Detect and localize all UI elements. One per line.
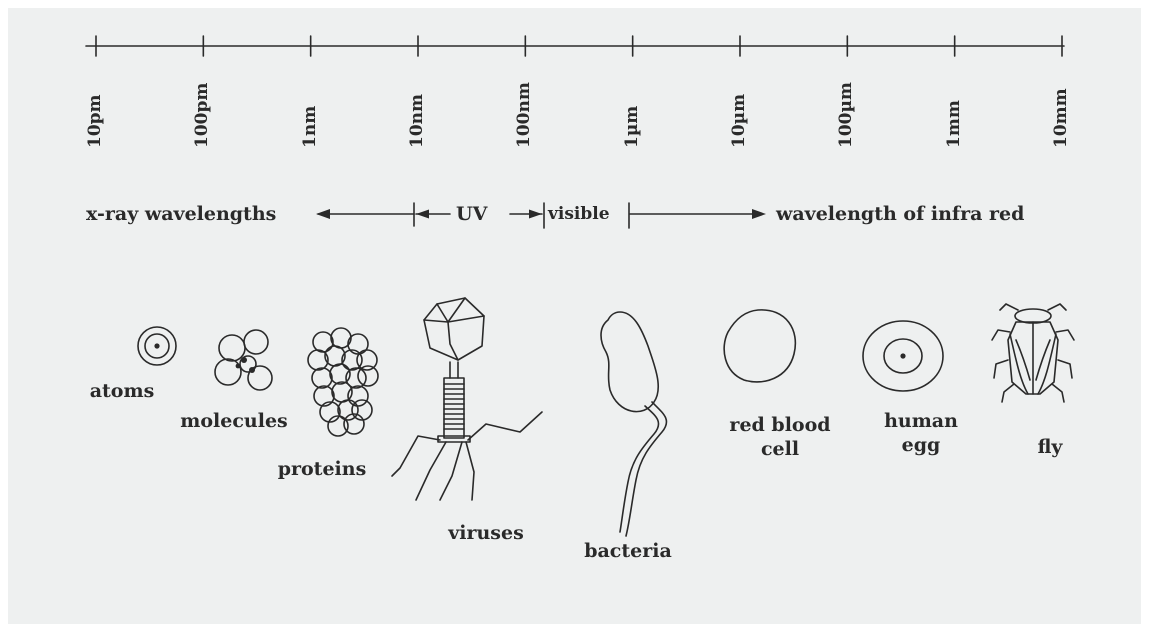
scale-tick-label: 10nm bbox=[409, 94, 426, 148]
label-red-blood-cell-line1: red blood bbox=[729, 414, 830, 438]
band-label-infrared: wavelength of infra red bbox=[776, 205, 1024, 224]
scale-tick-label: 100nm bbox=[516, 82, 533, 148]
scale-tick-label: 10µm bbox=[731, 94, 748, 148]
label-molecules: molecules bbox=[180, 410, 287, 434]
label-viruses: viruses bbox=[448, 522, 524, 546]
label-proteins: proteins bbox=[278, 458, 367, 482]
red-blood-cell-icon bbox=[724, 310, 795, 382]
label-human-egg: human egg bbox=[884, 410, 958, 458]
label-red-blood-cell: red blood cell bbox=[729, 414, 830, 462]
protein-icon bbox=[308, 328, 378, 436]
protein-sphere bbox=[357, 350, 377, 370]
protein-sphere bbox=[312, 368, 332, 388]
molecule-icon bbox=[215, 330, 272, 390]
uv-arrowhead-right bbox=[529, 210, 542, 219]
band-label-uv: UV bbox=[456, 205, 487, 224]
atom-icon bbox=[138, 327, 176, 365]
xray-arrowhead bbox=[316, 209, 330, 219]
label-bacteria: bacteria bbox=[584, 540, 672, 564]
scale-tick-label: 10mm bbox=[1053, 88, 1070, 148]
scale-tick-label: 100pm bbox=[194, 83, 211, 148]
scale-tick-label: 1µm bbox=[624, 106, 641, 148]
fly-icon bbox=[992, 304, 1074, 402]
label-human-egg-line2: egg bbox=[884, 434, 958, 458]
scale-tick-label: 1nm bbox=[302, 106, 319, 148]
scale-tick-label: 1mm bbox=[946, 100, 963, 148]
human-egg-icon bbox=[863, 321, 943, 391]
protein-sphere bbox=[314, 386, 334, 406]
virus-icon bbox=[392, 298, 542, 500]
scale-tick-label: 100µm bbox=[838, 82, 855, 148]
uv-arrowhead-left bbox=[416, 210, 429, 219]
protein-sphere bbox=[313, 332, 333, 352]
label-human-egg-line1: human bbox=[884, 410, 958, 434]
band-label-xray: x-ray wavelengths bbox=[86, 205, 276, 224]
band-arrows bbox=[316, 203, 766, 228]
scale-tick-label: 10pm bbox=[87, 94, 104, 148]
bacterium-icon bbox=[601, 312, 667, 536]
label-atoms: atoms bbox=[90, 380, 155, 404]
protein-sphere bbox=[358, 366, 378, 386]
band-label-visible: visible bbox=[548, 206, 610, 223]
label-fly: fly bbox=[1038, 436, 1063, 460]
label-red-blood-cell-line2: cell bbox=[729, 438, 830, 462]
infrared-arrowhead bbox=[752, 209, 766, 219]
